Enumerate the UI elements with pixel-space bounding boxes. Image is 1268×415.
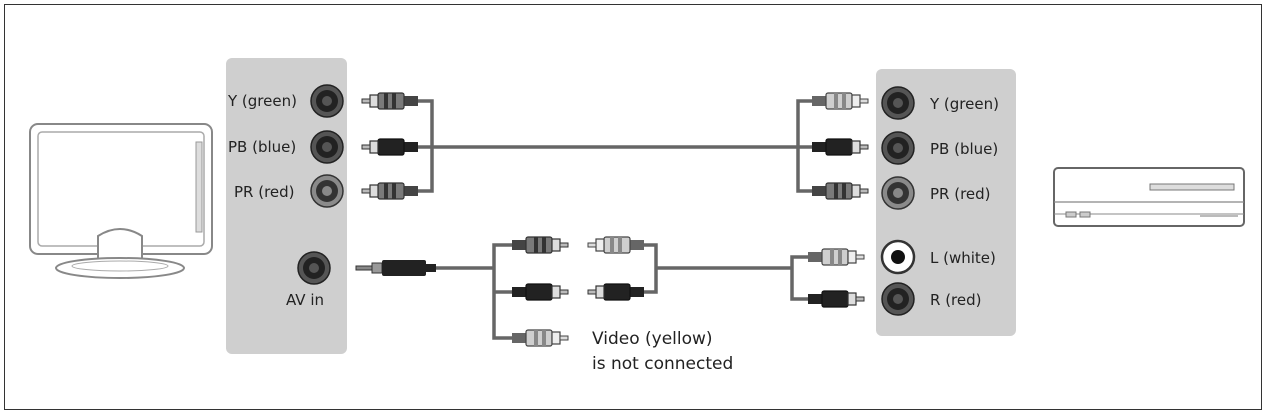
- audio-right-red-plug-icon: [807, 290, 865, 308]
- left-y-label: Y (green): [227, 92, 297, 110]
- av-video-plug-icon: [511, 329, 569, 347]
- right-pr-label: PR (red): [930, 185, 991, 203]
- pr-jack-icon[interactable]: [310, 174, 344, 208]
- right-l-label: L (white): [930, 249, 996, 267]
- left-pb-plug-icon: [361, 138, 419, 156]
- av-in-label: AV in: [286, 291, 324, 309]
- tv-monitor-icon: [29, 123, 213, 279]
- av-cable: [355, 243, 512, 340]
- right-pr-jack-icon[interactable]: [881, 176, 915, 210]
- audio-left-red-plug-icon: [587, 283, 645, 301]
- av-red-plug-icon: [511, 283, 569, 301]
- left-pr-plug-icon: [361, 182, 419, 200]
- right-l-jack-icon[interactable]: [880, 239, 916, 275]
- game-console-icon: [1053, 167, 1245, 227]
- av-in-jack-icon[interactable]: [297, 251, 331, 285]
- right-pr-plug-icon: [811, 182, 869, 200]
- right-y-plug-icon: [811, 92, 869, 110]
- left-y-plug-icon: [361, 92, 419, 110]
- av-white-plug-icon: [511, 236, 569, 254]
- right-y-jack-icon[interactable]: [881, 86, 915, 120]
- right-pb-label: PB (blue): [930, 140, 998, 158]
- av-breakout-plugs: [511, 236, 569, 347]
- right-r-jack-icon[interactable]: [881, 282, 915, 316]
- audio-left-white-plug-icon: [587, 236, 645, 254]
- right-component-plugs: [811, 92, 869, 200]
- left-pr-label: PR (red): [234, 183, 295, 201]
- right-y-label: Y (green): [929, 95, 999, 113]
- audio-right-white-plug-icon: [807, 248, 865, 266]
- video-note-line2: is not connected: [592, 354, 733, 374]
- console-output-panel: [876, 69, 1016, 336]
- video-note-line1: Video (yellow): [592, 329, 713, 349]
- pb-jack-icon[interactable]: [310, 130, 344, 164]
- right-pb-plug-icon: [811, 138, 869, 156]
- audio-cable: [587, 236, 865, 308]
- left-pb-label: PB (blue): [228, 138, 296, 156]
- diagram-frame: [4, 4, 1262, 410]
- y-jack-icon[interactable]: [310, 84, 344, 118]
- component-cable: [418, 99, 812, 193]
- left-component-plugs: [361, 92, 419, 200]
- right-r-label: R (red): [930, 291, 981, 309]
- right-pb-jack-icon[interactable]: [881, 131, 915, 165]
